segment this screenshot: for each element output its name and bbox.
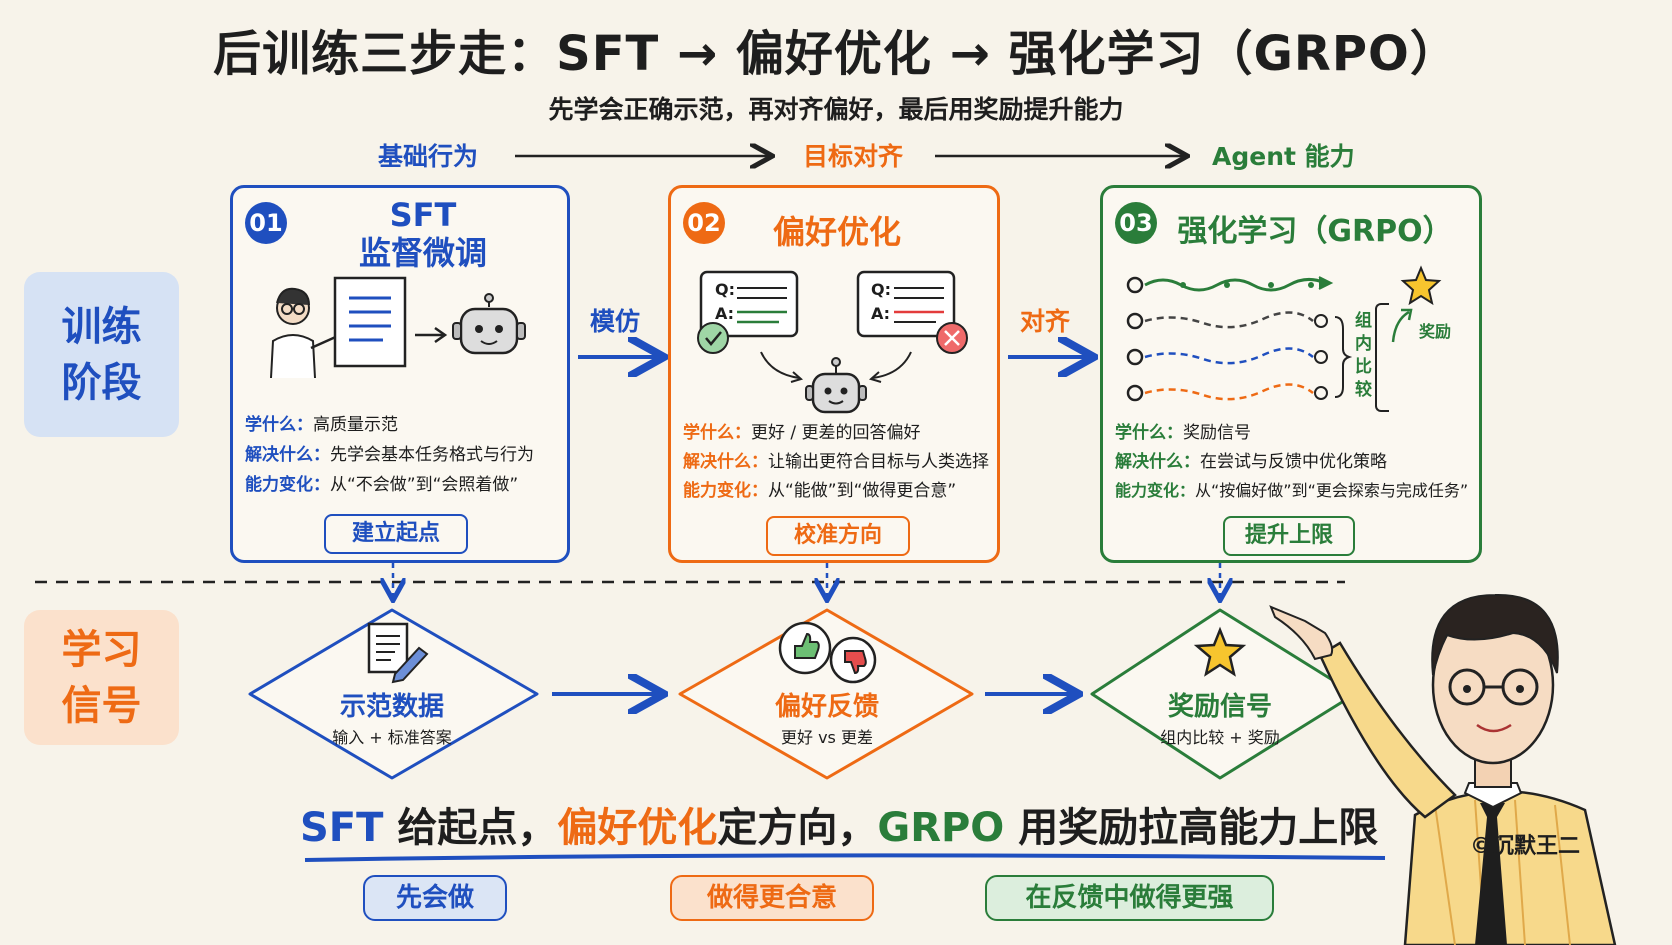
card-info-solve: 解决什么：在尝试与反馈中优化策略: [1115, 452, 1387, 472]
card-info-change: 能力变化：从“不会做”到“会照着做”: [245, 475, 519, 495]
arrow-label-imitate: 模仿: [590, 307, 641, 336]
bad-answer-card-icon: [856, 270, 968, 354]
card-sft: 01 SFT 监督微调 学什么：高质量示范 解决什么：先学会基本任务格式与行为 …: [230, 185, 570, 563]
card-tag: 提升上限: [1223, 516, 1355, 556]
card-info-solve: 解决什么：先学会基本任务格式与行为: [245, 445, 534, 465]
summary-grpo: GRPO: [877, 805, 1005, 851]
signal-sub-preference: 更好 vs 更差: [781, 728, 873, 747]
card-title: SFT: [389, 196, 457, 234]
robot-icon: [452, 293, 526, 355]
card-title: 偏好优化: [772, 213, 901, 251]
document-icon: [333, 276, 407, 368]
robot-icon: [760, 351, 912, 414]
card-number-badge: 01: [245, 202, 287, 244]
card-number-badge: 02: [683, 202, 725, 244]
card-tag: 校准方向: [766, 516, 910, 556]
reward-arrow-icon: [1391, 308, 1413, 343]
copyright-text: ©沉默王二: [1470, 834, 1581, 859]
signal-sub-reward: 组内比较 + 奖励: [1160, 728, 1280, 747]
star-icon: [1193, 626, 1247, 677]
teacher-icon: [270, 287, 350, 379]
section-label-training: 训练 阶段: [24, 272, 179, 437]
card-number-badge: 03: [1115, 202, 1157, 244]
qa-question-label: Q:: [715, 280, 735, 299]
card-tag: 建立起点: [324, 514, 468, 554]
signal-title-demo: 示范数据: [339, 692, 444, 722]
signal-title-preference: 偏好反馈: [774, 692, 879, 722]
arrow-label-align: 对齐: [1020, 307, 1071, 336]
card-subtitle: 监督微调: [358, 234, 487, 272]
card-info-change: 能力变化：从“按偏好做”到“更会探索与完成任务”: [1115, 481, 1469, 500]
group-compare-label: 组内比较: [1355, 311, 1372, 400]
qa-question-label: Q:: [871, 280, 891, 299]
star-icon: [1400, 265, 1442, 306]
qa-answer-label: A:: [715, 304, 735, 323]
good-answer-card-icon: [697, 270, 799, 354]
section-label-signal: 学习 信号: [24, 610, 179, 745]
flow-label-basic: 基础行为: [378, 142, 479, 171]
pill-learn-to-do: 先会做: [363, 875, 507, 921]
card-info-learn: 学什么：高质量示范: [245, 415, 398, 435]
flow-label-agent: Agent 能力: [1212, 142, 1355, 171]
rollout-paths-icon: [1126, 276, 1353, 402]
arrow-right-icon: [415, 326, 448, 344]
signal-title-reward: 奖励信号: [1167, 692, 1272, 722]
thumbs-up-down-icon: [778, 621, 877, 684]
page-title: 后训练三步走：SFT → 偏好优化 → 强化学习（GRPO）: [213, 26, 1459, 82]
presenter-illustration: [1269, 593, 1617, 945]
card-info-learn: 学什么：奖励信号: [1115, 423, 1251, 443]
pill-stronger: 在反馈中做得更强: [985, 875, 1274, 921]
card-preference: 02 偏好优化 Q: A: Q: A: 学什么：更好 / 更差的回答偏好 解决什…: [668, 185, 1000, 563]
card-grpo: 03 强化学习（GRPO） 组内比较 奖励 学什么：奖励信号 解决什么：在尝试与…: [1100, 185, 1482, 563]
qa-answer-label: A:: [871, 304, 891, 323]
card-info-change: 能力变化：从“能做”到“做得更合意”: [683, 481, 957, 501]
signal-sub-demo: 输入 + 标准答案: [332, 728, 452, 747]
card-info-solve: 解决什么：让输出更符合目标与人类选择: [683, 452, 989, 472]
summary-sentence: SFT 给起点，偏好优化定方向，GRPO 用奖励拉高能力上限: [300, 805, 1379, 851]
group-bracket: [1375, 303, 1389, 412]
flow-label-align: 目标对齐: [803, 142, 904, 171]
reward-label: 奖励: [1419, 322, 1452, 341]
card-title: 强化学习（GRPO）: [1177, 214, 1453, 249]
document-pen-icon: [367, 622, 429, 684]
card-info-learn: 学什么：更好 / 更差的回答偏好: [683, 423, 921, 443]
summary-pref: 偏好优化: [557, 805, 718, 851]
summary-sft: SFT: [300, 805, 384, 851]
pill-better-aligned: 做得更合意: [670, 875, 874, 921]
page-subtitle: 先学会正确示范，再对齐偏好，最后用奖励提升能力: [548, 95, 1124, 124]
